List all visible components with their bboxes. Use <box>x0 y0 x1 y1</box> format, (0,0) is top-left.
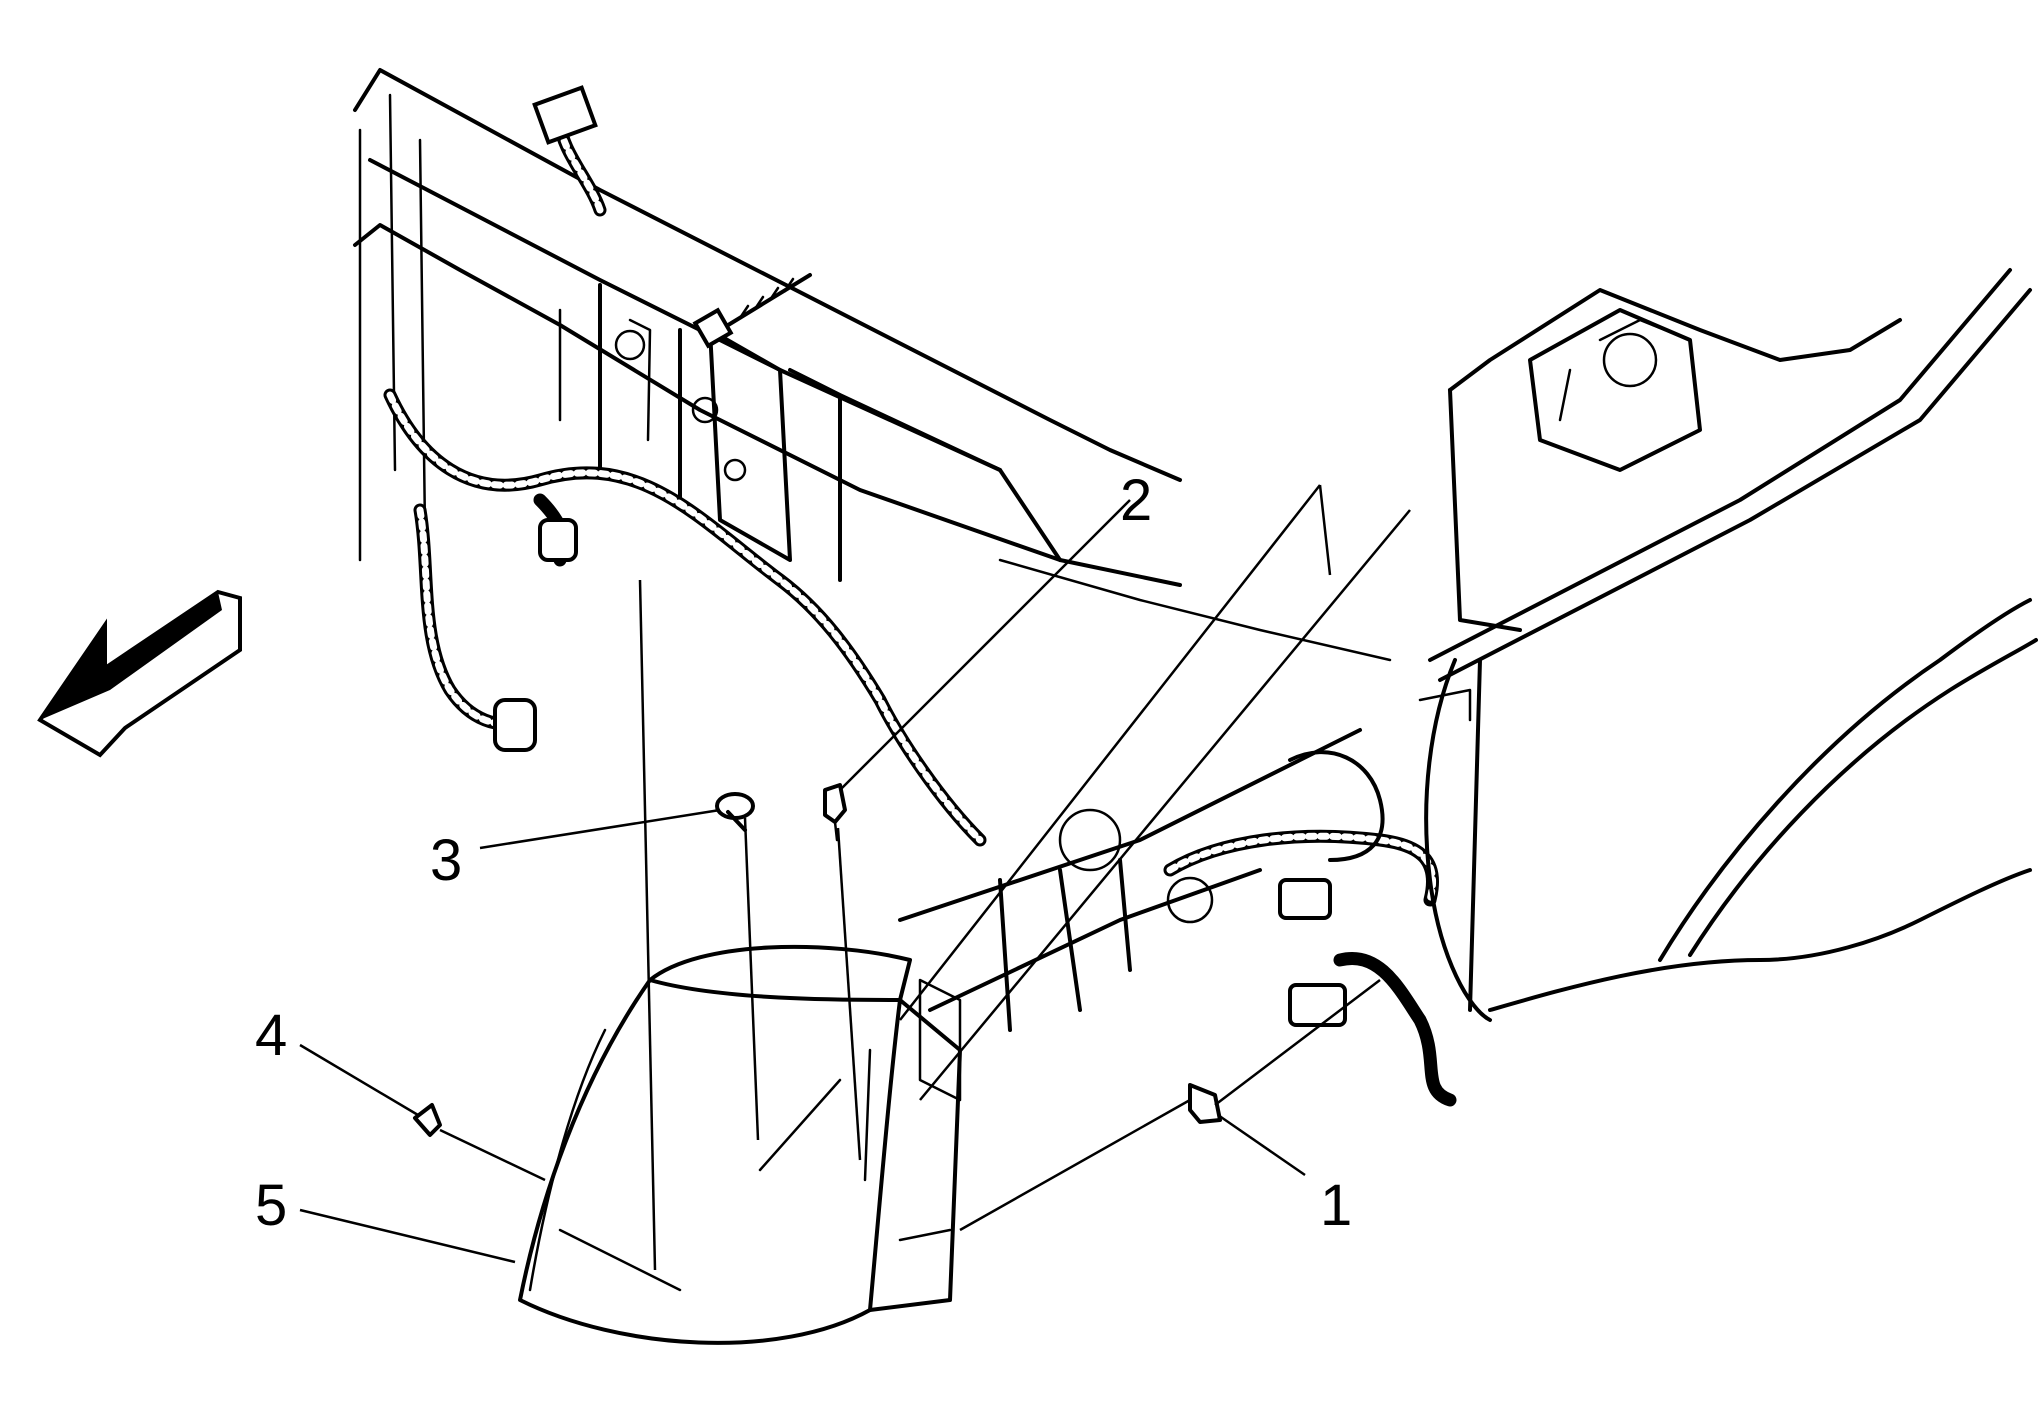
fastener-3 <box>715 792 755 832</box>
radiator-support <box>353 68 1392 662</box>
fastener-1 <box>1188 1083 1222 1124</box>
callout-label-5: 5 <box>255 1173 287 1238</box>
callout-label-2: 2 <box>1120 468 1152 533</box>
callout-label-1: 1 <box>1320 1173 1352 1238</box>
splash-shield <box>518 944 962 1345</box>
fender-and-strut-tower <box>1418 268 2038 1022</box>
upper-bolt <box>692 273 812 349</box>
fastener-4 <box>413 1103 442 1137</box>
callout-3: 3 <box>430 808 721 893</box>
callout-5: 5 <box>255 1173 516 1264</box>
callout-1: 1 <box>1217 1113 1352 1238</box>
wiring-harness <box>383 85 1457 1107</box>
fastener-2 <box>823 783 847 842</box>
callout-2: 2 <box>839 468 1152 791</box>
front-direction-arrow-icon <box>37 589 242 758</box>
installation-lines <box>439 484 1411 1271</box>
callout-label-4: 4 <box>255 1003 287 1068</box>
callout-label-3: 3 <box>430 828 462 893</box>
callout-4: 4 <box>255 1003 419 1117</box>
